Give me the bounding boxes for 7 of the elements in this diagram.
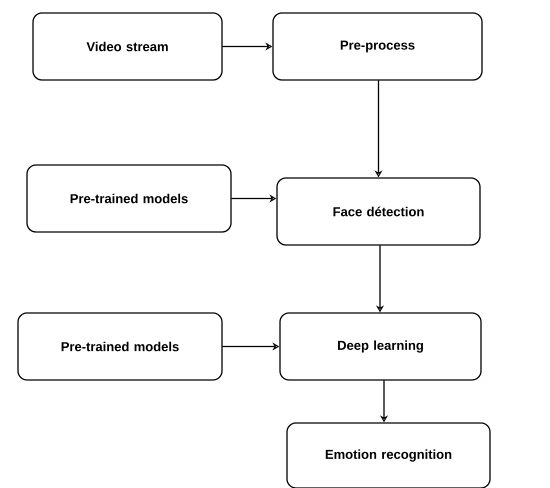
process-box: Pre-trained models — [26, 164, 232, 233]
process-box: Face détection — [276, 177, 481, 246]
process-box: Pre-trained models — [17, 312, 223, 381]
process-box: Pre-process — [272, 12, 483, 81]
process-box: Deep learning — [279, 312, 482, 381]
process-box: Video stream — [32, 12, 223, 81]
process-box: Emotion recognition — [286, 422, 491, 488]
